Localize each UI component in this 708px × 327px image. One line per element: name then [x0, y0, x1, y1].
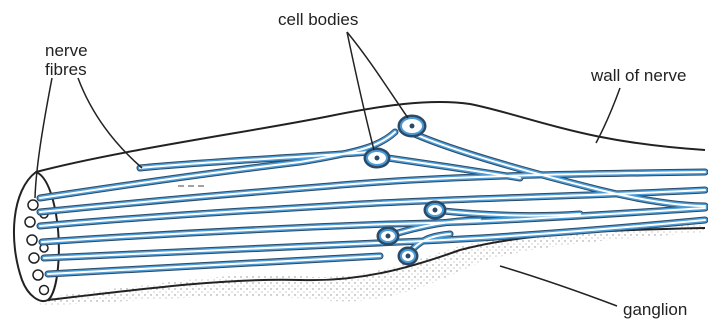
label-nerve-fibres-line1: nerve	[45, 41, 125, 60]
label-nerve-fibres-line2: fibres	[45, 60, 125, 79]
cell-body-5	[399, 248, 417, 264]
label-wall-of-nerve: wall of nerve	[591, 66, 686, 85]
leader-ganglion	[500, 266, 617, 306]
label-cell-bodies: cell bodies	[278, 10, 358, 29]
label-nerve-fibres: nerve fibres	[45, 41, 125, 79]
cell-body-1	[399, 116, 425, 136]
leader-wall-of-nerve	[596, 88, 620, 143]
cell-body-4	[378, 228, 398, 244]
cell-body-2	[365, 149, 389, 167]
label-ganglion: ganglion	[623, 300, 687, 319]
cell-body-3	[425, 202, 445, 218]
